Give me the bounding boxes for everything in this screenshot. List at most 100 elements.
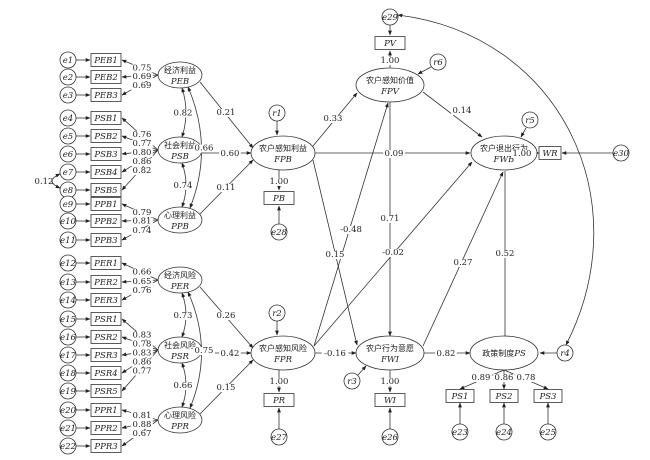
factor-PPR-code: PPR [170,422,189,432]
loading-value: 0.76 [133,130,152,140]
error-e7 [59,163,77,181]
indicator-PSB3 [90,147,122,161]
residual-r1-label: r1 [272,109,281,119]
residual-r2-label: r2 [272,309,281,319]
error-e22 [59,437,77,455]
label-bg [219,150,241,158]
indicator-PSB4 [90,165,122,179]
loading-value: 0.78 [133,340,152,350]
label-bg [379,215,401,223]
loading-value: 0.77 [133,367,152,377]
indicator-PEB2 [90,70,122,84]
error-e29-label: e29 [382,13,398,23]
indicator-WR-label: WR [542,149,558,159]
label-bg [131,64,153,73]
indicator-PPR2 [90,421,122,435]
label-bg [337,226,365,234]
indicator-PS1-label: PS1 [451,392,469,402]
label-bg [131,421,153,429]
path-value: 0.09 [385,149,404,159]
loading-value: 0.75 [133,64,152,74]
loading-value: 0.83 [133,349,152,359]
construct-FPB [250,135,316,171]
factor-PSR-name: 社会风险 [164,340,196,350]
loading-value: 1.00 [270,377,289,387]
error-e2-label: e2 [63,73,73,83]
label-bg [131,367,153,376]
factor-PER-name: 经济风险 [164,270,196,280]
indicator-PSB4-label: PSB4 [93,168,117,178]
label-bg [172,312,194,320]
loading-value: 0.81 [133,217,152,227]
indicator-PS3 [533,389,563,403]
indicator-PSB3-label: PSB3 [93,150,117,160]
label-bg [452,259,474,267]
factor-PER [157,266,203,294]
error-e16 [59,328,77,346]
correlation-value: 0.82 [174,109,193,119]
construct-FPR [250,335,316,371]
factor-PER-code: PER [170,282,190,292]
residual-arrow [417,66,432,75]
indicator-PPB3 [90,233,122,247]
indicator-PV [374,36,406,50]
error-e17-label: e17 [60,351,76,361]
error-e19-label: e19 [60,387,76,397]
path-FPR_FPV [313,102,389,347]
construct-FWB [470,135,538,171]
label-bg [493,374,515,382]
error-e23 [451,423,469,441]
indicator-PSR4 [90,366,122,380]
residual-r1 [268,104,286,122]
loading-value: 1.00 [381,56,400,66]
error-e13 [59,273,77,291]
error-e14-label: e14 [60,296,76,306]
indicator-PER3-label: PER3 [93,296,118,306]
factor-PSR-code: PSR [170,352,190,362]
error-e26 [381,428,399,446]
error-e6-label: e6 [63,150,74,160]
loading-value: 0.77 [133,139,152,149]
construct-FWB-name: 农户退出行为 [480,143,528,153]
factor-PPB-name: 心理利益 [164,210,196,220]
loading-value: 0.76 [133,286,152,296]
label-bg [494,250,516,258]
indicator-WI [374,393,406,407]
indicator-PER1 [90,256,122,270]
residual-arrow [357,365,367,376]
indicator-PSR3 [90,348,122,362]
factor-PPB [157,206,203,234]
error-e29 [381,8,399,26]
path-value: 0.60 [221,149,240,159]
label-bg [435,350,457,358]
error-e12-label: e12 [60,259,76,269]
label-bg [172,182,194,190]
residual-arrow [520,127,527,138]
loading-value: 0.86 [495,373,514,383]
indicator-PPR1-label: PPR1 [93,406,117,416]
error-e2 [59,68,77,86]
indicator-PSB2-label: PSB2 [93,132,117,142]
residual-r6 [429,53,447,71]
error-e11 [59,231,77,249]
construct-FPR-name: 农户感知风险 [259,343,307,353]
indicator-PPB2 [90,214,122,228]
label-bg [515,374,537,382]
loading-value: 1.00 [270,177,289,187]
indicator-PS2-label: PS2 [495,392,513,402]
loading-value: 0.66 [133,268,152,278]
indicator-PSR2 [90,330,122,344]
error-e26-label: e26 [382,433,398,443]
label-bg [131,149,153,157]
loading-value: 0.67 [133,429,152,439]
error-e18 [59,364,77,382]
error-e10-label: e10 [60,217,76,227]
error-e1 [59,51,77,69]
factor-PPR [157,406,203,434]
construct-FWB-code: FWB [493,155,515,165]
error-e24 [495,423,513,441]
indicator-PSB2 [90,129,122,143]
error-e1-label: e1 [63,56,73,66]
